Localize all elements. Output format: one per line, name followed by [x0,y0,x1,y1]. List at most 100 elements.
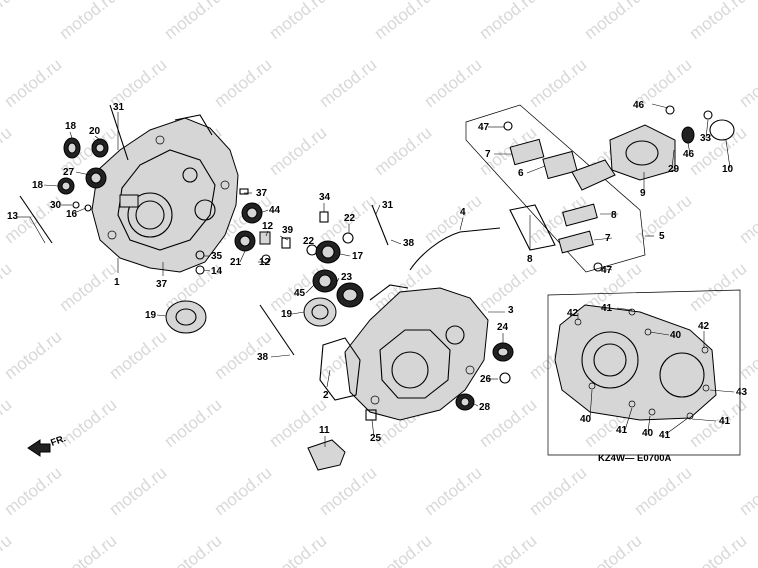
watermark-text: motod.ru [161,395,226,451]
callout-41: 41 [616,425,628,436]
callout-9: 9 [640,188,646,199]
callout-19: 19 [281,309,293,320]
callout-47: 47 [478,122,490,133]
watermark-text: motod.ru [0,259,15,315]
left-crankcase [91,114,239,273]
callout-43: 43 [736,387,748,398]
callout-labels: 31 18 20 27 18 30 16 13 1 37 44 12 39 35… [7,100,748,444]
leader-line [73,207,87,214]
right-bearings [307,342,514,471]
leader-line [647,415,651,433]
watermark-text: motod.ru [106,327,171,383]
leader-line [203,269,211,272]
leader-line [616,307,633,311]
callout-40: 40 [580,414,592,425]
leader-lines [18,103,735,447]
callout-1: 1 [114,277,120,288]
leader-line [526,165,546,174]
callout-2: 2 [323,390,329,401]
watermark-text: motod.ru [526,55,591,111]
leader-line [599,267,613,271]
leader-line [239,250,246,263]
callout-41: 41 [719,416,731,427]
callout-11: 11 [319,425,330,436]
callout-3: 3 [508,305,514,316]
watermark-text: motod.ru [266,0,331,43]
leader-line [459,217,464,231]
leader-line [593,237,613,241]
watermark-text: motod.ru [211,55,276,111]
callout-40: 40 [670,330,682,341]
leader-line [29,216,46,244]
callout-7: 7 [485,149,491,160]
leader-line [279,235,289,241]
callout-24: 24 [497,322,509,333]
watermark-text: motod.ru [266,531,331,568]
leader-line [69,131,73,139]
callout-40: 40 [642,428,654,439]
leader-line [259,209,269,214]
callout-37: 37 [156,279,168,290]
callout-20: 20 [89,126,101,137]
watermark-text: motod.ru [526,463,591,519]
callout-26: 26 [480,374,492,385]
hose [409,227,501,271]
leader-line [390,239,402,245]
reed-valve-assembly [465,104,735,273]
callout-41: 41 [659,430,671,441]
watermark-text: motod.ru [56,259,121,315]
leader-line [471,402,479,407]
watermark-text: motod.ru [106,463,171,519]
callout-12: 12 [262,221,274,232]
callout-17: 17 [352,251,364,262]
leader-line [326,369,331,388]
watermark-text: motod.ru [421,55,486,111]
callout-46: 46 [683,149,695,160]
callout-16: 16 [66,209,78,220]
leader-line [336,277,340,283]
watermark-text: motod.ru [736,463,758,519]
callout-42: 42 [698,321,710,332]
watermark-text: motod.ru [161,531,226,568]
callout-38: 38 [257,352,269,363]
leader-line [665,417,689,435]
callout-18: 18 [65,121,77,132]
callout-31: 31 [382,200,394,211]
leader-line [691,418,717,422]
leader-line [371,419,375,438]
watermark-text: motod.ru [736,327,758,383]
callout-22: 22 [303,236,315,247]
watermark-text: motod.ru [476,0,541,43]
leader-line [589,389,593,419]
callout-13: 13 [7,211,19,222]
callout-23: 23 [341,272,353,283]
leader-line [265,230,269,237]
watermark-text: motod.ru [736,55,758,111]
callout-25: 25 [370,433,382,444]
watermark-text: motod.ru [1,55,66,111]
callout-4: 4 [460,207,466,218]
callout-8: 8 [527,254,533,265]
watermark-text: motod.ru [686,123,751,179]
callout-46: 46 [633,100,645,111]
watermark-text: motod.ru [686,259,751,315]
callout-37: 37 [256,188,268,199]
right-crankcase [319,284,489,421]
watermark-text: motod.ru [211,463,276,519]
front-direction-label: FR. [49,433,67,449]
watermark-text: motod.ru [0,0,15,43]
watermark-text: motod.ru [581,531,646,568]
leader-line [624,407,633,431]
callout-34: 34 [319,192,331,203]
leader-line [705,119,709,139]
leader-line [270,354,291,358]
leader-line [156,314,167,317]
callout-33: 33 [700,133,712,144]
callout-44: 44 [269,205,281,216]
watermark-text: motod.ru [371,0,436,43]
callout-29: 29 [668,164,680,175]
left-bearings [19,104,207,334]
watermark-text: motod.ru [266,123,331,179]
